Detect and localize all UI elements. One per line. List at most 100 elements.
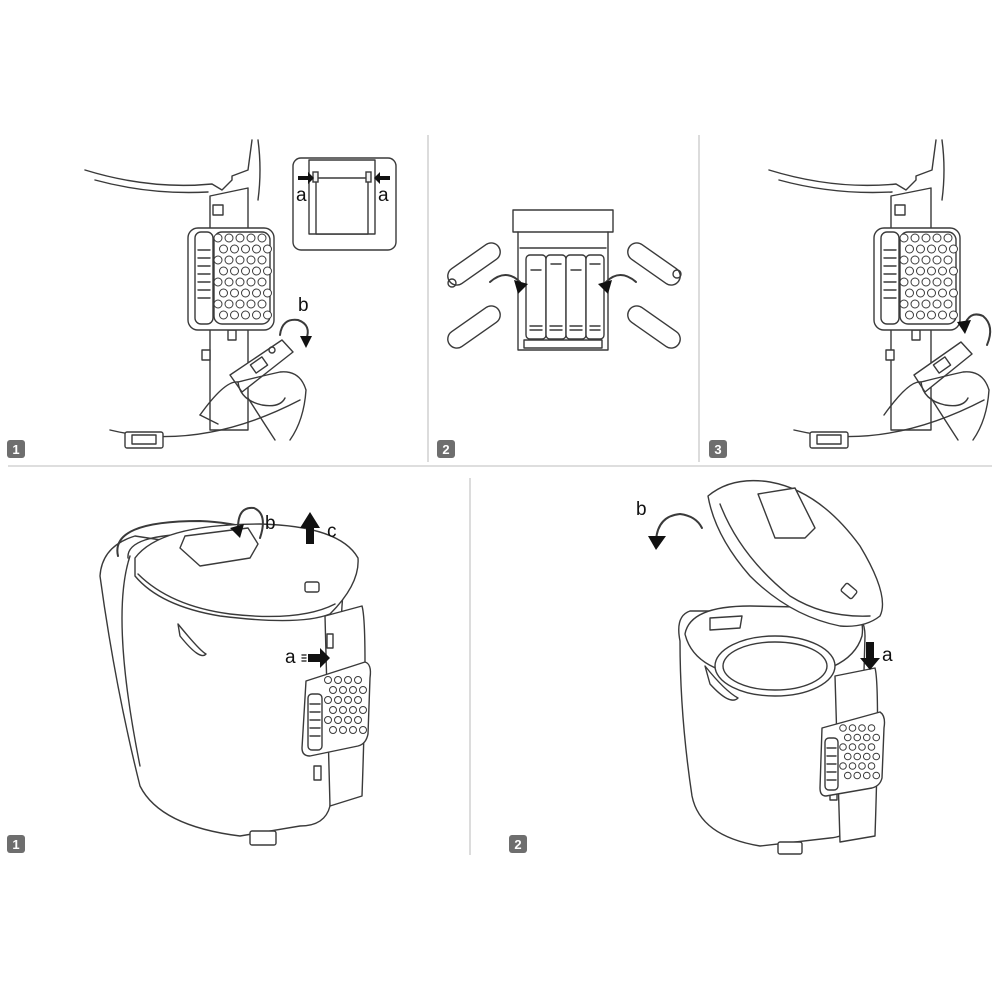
honeycomb-dot (252, 266, 261, 276)
honeycomb-dot (339, 726, 347, 734)
honeycomb-dot (213, 299, 223, 309)
honeycomb-dot (224, 233, 234, 243)
honeycomb-dot (263, 310, 272, 320)
honeycomb-dot (263, 288, 272, 298)
honeycomb-dot (867, 743, 876, 751)
honeycomb-dot (943, 255, 953, 265)
step-badge: 3 (709, 440, 727, 458)
honeycomb-dot (257, 233, 267, 243)
top-step-1-illustration (84, 139, 397, 449)
honeycomb-dot (848, 762, 857, 770)
honeycomb-dot (329, 726, 337, 734)
honeycomb-dot (224, 255, 234, 265)
honeycomb-dot (219, 244, 228, 254)
honeycomb-dot (843, 752, 852, 761)
honeycomb-dot (858, 743, 866, 751)
curved-arrow-icon (489, 274, 521, 283)
bottom-step-1-panel: a b c 1 (0, 466, 470, 866)
curved-arrow-icon (237, 506, 264, 539)
honeycomb-dot (224, 277, 234, 287)
honeycomb-dot (359, 706, 367, 714)
honeycomb-dot (252, 288, 261, 298)
honeycomb-dot (843, 771, 852, 780)
honeycomb-dot (334, 696, 342, 704)
honeycomb-dot (235, 233, 245, 243)
honeycomb-dot (246, 299, 256, 309)
honeycomb-dot (230, 266, 239, 276)
honeycomb-dot (910, 255, 920, 265)
straight-arrow-icon (300, 512, 320, 544)
honeycomb-dot (213, 233, 223, 243)
bottom-step-1-illustration (99, 506, 372, 846)
honeycomb-dot (858, 724, 866, 732)
honeycomb-dot (213, 255, 223, 265)
honeycomb-dot (867, 762, 876, 770)
honeycomb-dot (235, 299, 245, 309)
label-c: c (327, 521, 337, 542)
honeycomb-dot (927, 310, 936, 320)
honeycomb-dot (853, 733, 862, 742)
top-step-2-panel: 2 (428, 0, 699, 466)
honeycomb-dot (839, 762, 847, 770)
honeycomb-dot (349, 706, 357, 714)
label-a: a (285, 647, 296, 668)
honeycomb-dot (329, 686, 337, 694)
honeycomb-dot (230, 288, 239, 298)
honeycomb-dot (932, 299, 942, 309)
honeycomb-dot (241, 266, 250, 276)
honeycomb-dot (241, 288, 250, 298)
honeycomb-dot (359, 726, 367, 734)
honeycomb-dot (862, 771, 871, 780)
top-step-3-panel: 3 (699, 0, 1000, 466)
honeycomb-dot (949, 266, 958, 276)
honeycomb-dot (932, 277, 942, 287)
label-b: b (636, 499, 647, 520)
honeycomb-dot (910, 299, 920, 309)
honeycomb-dot (949, 288, 958, 298)
honeycomb-dot (246, 255, 256, 265)
honeycomb-dot (354, 696, 362, 704)
honeycomb-dot (938, 310, 947, 320)
honeycomb-dot (949, 310, 958, 320)
honeycomb-dot (230, 310, 239, 320)
honeycomb-dot (943, 233, 953, 243)
honeycomb-dot (224, 299, 234, 309)
honeycomb-dot (916, 310, 925, 320)
honeycomb-dot (324, 716, 332, 724)
honeycomb-dot (905, 310, 914, 320)
honeycomb-dot (241, 310, 250, 320)
honeycomb-dot (943, 277, 953, 287)
honeycomb-dot (943, 299, 953, 309)
honeycomb-dot (848, 743, 857, 751)
honeycomb-dot (329, 706, 337, 714)
honeycomb-dot (334, 676, 342, 684)
honeycomb-dot (839, 743, 847, 751)
label-a: a (882, 645, 893, 666)
honeycomb-dot (927, 266, 936, 276)
honeycomb-dot (843, 733, 852, 742)
honeycomb-dot (219, 266, 228, 276)
step-badge: 1 (7, 440, 25, 458)
honeycomb-dot (213, 277, 223, 287)
label-b: b (265, 513, 276, 534)
curved-arrow-icon (279, 318, 309, 341)
honeycomb-dot (359, 686, 367, 694)
battery-icon (447, 242, 681, 349)
label-a-left: a (296, 185, 307, 206)
honeycomb-dot (339, 686, 347, 694)
honeycomb-dot (853, 771, 862, 780)
honeycomb-dot (872, 733, 881, 742)
honeycomb-dot (334, 716, 342, 724)
label-b: b (298, 295, 309, 316)
honeycomb-dot (344, 696, 352, 704)
honeycomb-dot (230, 244, 239, 254)
honeycomb-dots (213, 233, 272, 320)
honeycomb-dots (899, 233, 958, 320)
honeycomb-dot (235, 277, 245, 287)
honeycomb-dot (219, 288, 228, 298)
honeycomb-dot (910, 233, 920, 243)
top-step-1-panel: a a b 1 (0, 0, 428, 466)
honeycomb-dot (246, 277, 256, 287)
honeycomb-dot (905, 288, 914, 298)
